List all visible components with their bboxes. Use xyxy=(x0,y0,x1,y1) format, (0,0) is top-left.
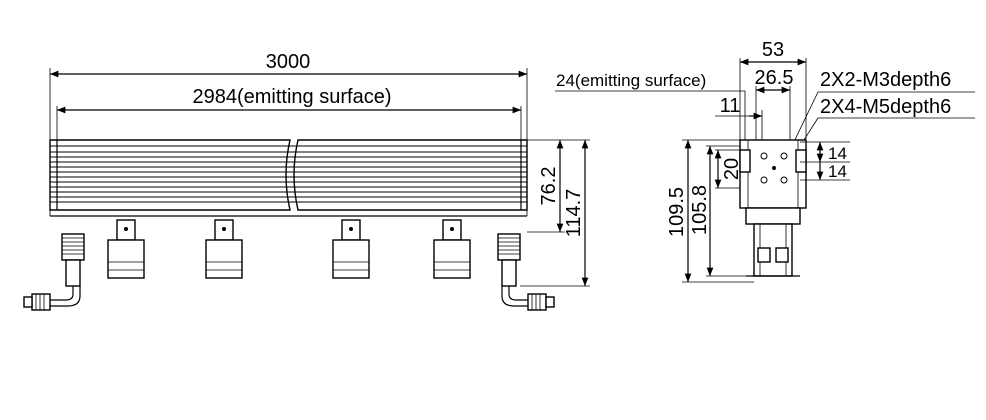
side-profile xyxy=(739,139,807,277)
dim-overall-height: 114.7 xyxy=(520,139,590,287)
hole-m5-label: 2X4-M5depth6 xyxy=(820,96,951,118)
mounting-bracket-2 xyxy=(205,219,243,279)
hole-spacing-label: 20 xyxy=(721,158,743,180)
dim-hole-spacing: 20 xyxy=(714,149,743,189)
mounting-bracket-4 xyxy=(433,219,471,279)
dim-inner-width: 26.5 xyxy=(755,67,794,140)
height-total-label: 109.5 xyxy=(666,187,688,237)
cable-connector-right xyxy=(497,233,555,311)
width-label: 53 xyxy=(762,39,784,61)
front-view: 3000 2984(emitting surface) xyxy=(23,51,590,311)
dim-offset: 11 xyxy=(715,95,763,140)
dim-width: 53 xyxy=(739,39,807,140)
dim-height-body: 105.8 xyxy=(689,145,754,277)
body-height-label: 76.2 xyxy=(538,167,560,206)
overall-length-label: 3000 xyxy=(266,51,311,73)
mounting-bracket-3 xyxy=(332,219,370,279)
light-body-right xyxy=(49,139,528,217)
offset-label: 11 xyxy=(720,95,741,117)
height-body-label: 105.8 xyxy=(689,185,711,235)
pitch-bottom-label: 14 xyxy=(828,162,847,181)
emitting-length-label: 2984(emitting surface) xyxy=(193,86,392,108)
hole-m3-label: 2X2-M3depth6 xyxy=(820,69,951,91)
dim-overall-length: 3000 xyxy=(49,51,528,140)
inner-width-label: 26.5 xyxy=(755,67,794,89)
pitch-top-label: 14 xyxy=(828,144,847,163)
dim-height-total: 109.5 xyxy=(666,139,754,283)
dim-emitting-width: 24(emitting surface) xyxy=(555,71,746,140)
cable-connector-left xyxy=(23,233,85,311)
dim-body-height: 76.2 xyxy=(527,139,565,233)
mounting-bracket-1 xyxy=(107,219,145,279)
light-body-left xyxy=(49,139,292,211)
dim-pitch: 14 14 xyxy=(800,141,850,181)
emitting-width-label: 24(emitting surface) xyxy=(556,71,706,90)
hole-callouts: 2X2-M3depth6 2X4-M5depth6 xyxy=(785,69,975,169)
dim-emitting-length: 2984(emitting surface) xyxy=(56,86,522,140)
side-view: 53 26.5 24(emitting surface) 11 2X2-M3de… xyxy=(555,39,975,283)
overall-height-label: 114.7 xyxy=(563,189,585,238)
